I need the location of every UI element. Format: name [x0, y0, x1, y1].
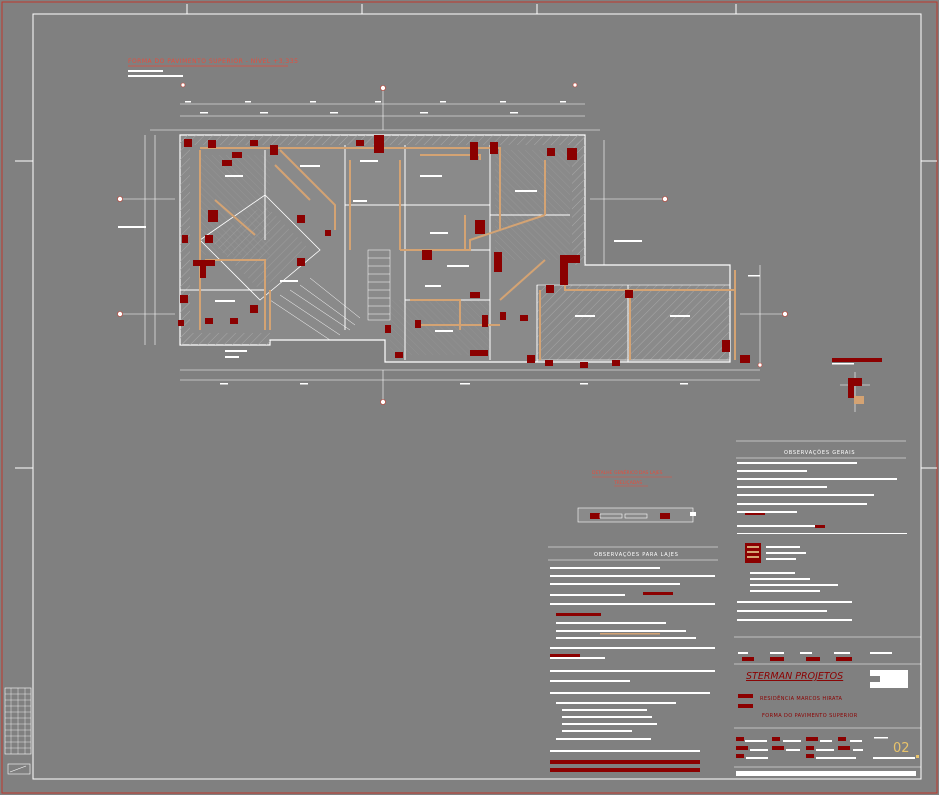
revision-table	[4, 687, 32, 775]
plan-title: FORMA DO PAVIMENTO SUPERIOR - NÍVEL +3,3…	[128, 58, 298, 65]
company-name: STERMAN PROJETOS	[746, 671, 843, 682]
slab-notes: OBSERVAÇÕES PARA LAJES	[548, 546, 718, 772]
general-notes-title: OBSERVAÇÕES GERAIS	[784, 449, 855, 456]
sheet-number: 02	[893, 741, 910, 756]
svg-text:TRELIÇADAS: TRELIÇADAS	[613, 480, 642, 486]
project-name: RESIDÊNCIA MARCOS HIRATA	[760, 694, 843, 702]
inner-border	[32, 13, 922, 780]
sheet-description: FORMA DO PAVIMENTO SUPERIOR	[762, 713, 858, 719]
floor-plan	[117, 82, 788, 405]
svg-text:DETALHE GENÉRICO DAS LAJES: DETALHE GENÉRICO DAS LAJES	[592, 468, 663, 476]
title-block: STERMAN PROJETOS RESIDÊNCIA MARCOS HIRAT…	[734, 636, 921, 776]
column-detail	[832, 358, 882, 412]
slab-detail: DETALHE GENÉRICO DAS LAJES TRELIÇADAS	[577, 468, 696, 523]
border-ticks	[15, 4, 937, 469]
general-notes: OBSERVAÇÕES GERAIS	[736, 440, 907, 621]
slab-notes-title: OBSERVAÇÕES PARA LAJES	[594, 551, 679, 558]
